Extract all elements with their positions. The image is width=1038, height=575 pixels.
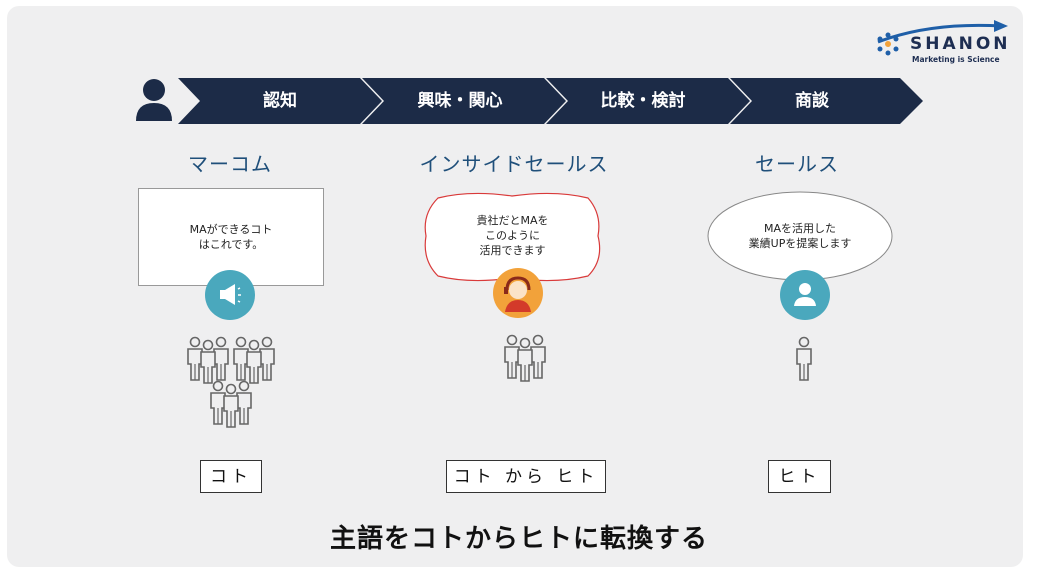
stage-awareness: 認知 (263, 91, 297, 111)
headline: 主語をコトからヒトに転換する (329, 524, 708, 554)
process-chevrons (178, 78, 923, 124)
marcom-bubble-line-2: はこれです。 (198, 238, 264, 251)
role-sales: セールス (755, 152, 839, 176)
small-group (505, 336, 545, 382)
stage-interest: 興味・関心 (417, 91, 503, 111)
role-marcom: マーコム (188, 152, 272, 176)
role-inside-sales: インサイドセールス (419, 152, 609, 176)
marcom-bubble (138, 188, 324, 286)
shanon-logo-mark (877, 20, 1008, 56)
inside-bubble-line-3: 活用できます (479, 244, 546, 257)
label-hito: ヒト (768, 460, 831, 493)
inside-bubble-line-1: 貴社だとMAを (476, 214, 549, 227)
megaphone-icon (205, 270, 255, 320)
logo-tagline: Marketing is Science (912, 55, 1000, 64)
label-koto-to-hito: コト から ヒト (446, 460, 606, 493)
stage-negotiation: 商談 (795, 91, 829, 111)
logo-name: SHANON (910, 34, 1011, 54)
user-icon (136, 79, 172, 121)
headset-operator-icon (493, 268, 543, 318)
marcom-bubble-line-1: MAができるコト (189, 223, 273, 236)
inside-bubble-line-2: このように (485, 229, 540, 242)
single-person (796, 336, 812, 381)
crowd-group-2 (234, 338, 274, 384)
crowd-group-3 (211, 382, 251, 428)
sales-bubble-line-2: 業績UPを提案します (748, 237, 852, 250)
stage-consideration: 比較・検討 (600, 91, 686, 111)
label-koto: コト (200, 460, 262, 493)
crowd-group-1 (188, 338, 228, 384)
salesperson-icon (780, 270, 830, 320)
sales-bubble-line-1: MAを活用した (763, 222, 836, 235)
inside-sales-bubble (424, 192, 601, 282)
